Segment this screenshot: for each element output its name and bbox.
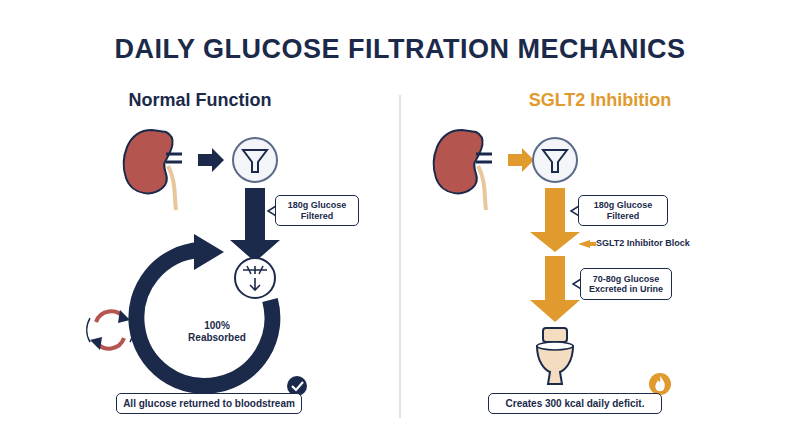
recycle-ring (87, 318, 133, 342)
toilet-tank (543, 328, 567, 342)
flow-arrow (508, 148, 534, 172)
callout-text: 180g Glucose Filtered (281, 200, 353, 221)
callout-box: All glucose returned to bloodstream (116, 393, 302, 414)
column-divider (399, 95, 401, 418)
flame (655, 376, 664, 391)
diagram-title: DAILY GLUCOSE FILTRATION MECHANICS (0, 34, 800, 65)
callout-text: All glucose returned to bloodstream (123, 398, 295, 410)
kidney-icon (124, 130, 173, 193)
toilet-bowl (537, 346, 573, 384)
flow-arrow (530, 256, 580, 322)
ureter (168, 166, 176, 210)
callout-text: 180g Glucose Filtered (584, 200, 662, 221)
fire-icon (649, 373, 671, 395)
flow-arrow (530, 188, 580, 252)
callout-text: Creates 300 kcal daily deficit. (506, 398, 645, 410)
reabsorption-loop (136, 250, 272, 386)
flow-label: 100% Reabsorbed (186, 320, 248, 344)
callout-text: 70-80g Glucose Excreted in Urine (586, 274, 666, 295)
ureter (478, 166, 486, 210)
funnel-icon (233, 138, 277, 182)
flow-label: SGLT2 Inhibitor Block (596, 238, 726, 249)
arrow-head (194, 234, 224, 270)
callout-box: 180g Glucose Filtered (275, 195, 359, 226)
filter-symbol (243, 266, 267, 290)
kidney-icon (434, 130, 483, 193)
column-heading: SGLT2 Inhibition (500, 90, 700, 112)
toilet-seat (537, 342, 573, 350)
flow-arrow (198, 148, 224, 172)
column-heading: Normal Function (100, 90, 300, 112)
callout-box: 180g Glucose Filtered (578, 195, 668, 226)
flow-arrow (230, 188, 280, 262)
block-arrow (588, 242, 596, 246)
renal-vessel (166, 154, 182, 162)
funnel-shape (543, 150, 567, 172)
recycle-arrow (118, 310, 130, 323)
funnel-icon (533, 138, 577, 182)
funnel-shape (243, 150, 267, 172)
filter-icon (235, 258, 275, 298)
callout-box: Creates 300 kcal daily deficit. (488, 393, 662, 414)
renal-vessel (476, 154, 492, 162)
callout-box: 70-80g Glucose Excreted in Urine (580, 268, 672, 300)
recycle-arrow (90, 337, 102, 350)
check-mark (292, 382, 303, 390)
